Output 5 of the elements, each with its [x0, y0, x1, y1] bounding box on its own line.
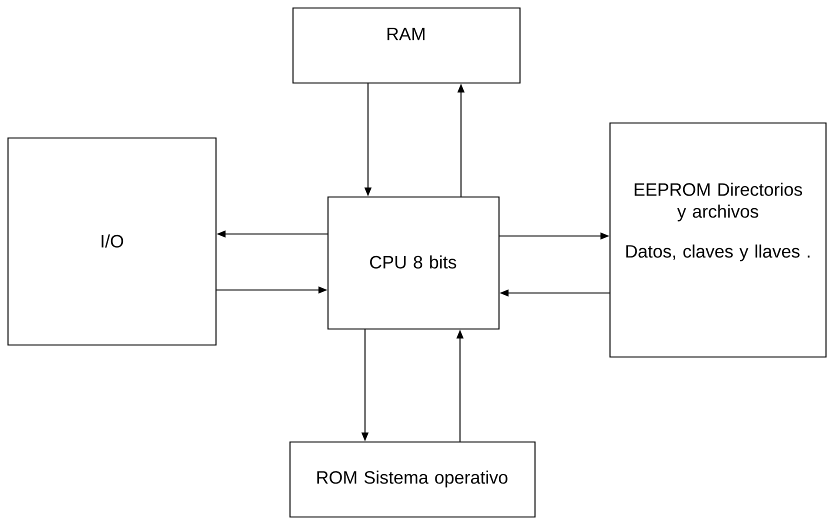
block-box: RAM	[292, 7, 521, 84]
block-box: I/O	[7, 137, 217, 346]
block-box: EEPROM Directorios y archivos Datos, claves y llaves .	[609, 122, 827, 358]
block-box: CPU 8 bits	[327, 196, 500, 330]
block-box: ROM Sistema operativo	[289, 441, 536, 518]
